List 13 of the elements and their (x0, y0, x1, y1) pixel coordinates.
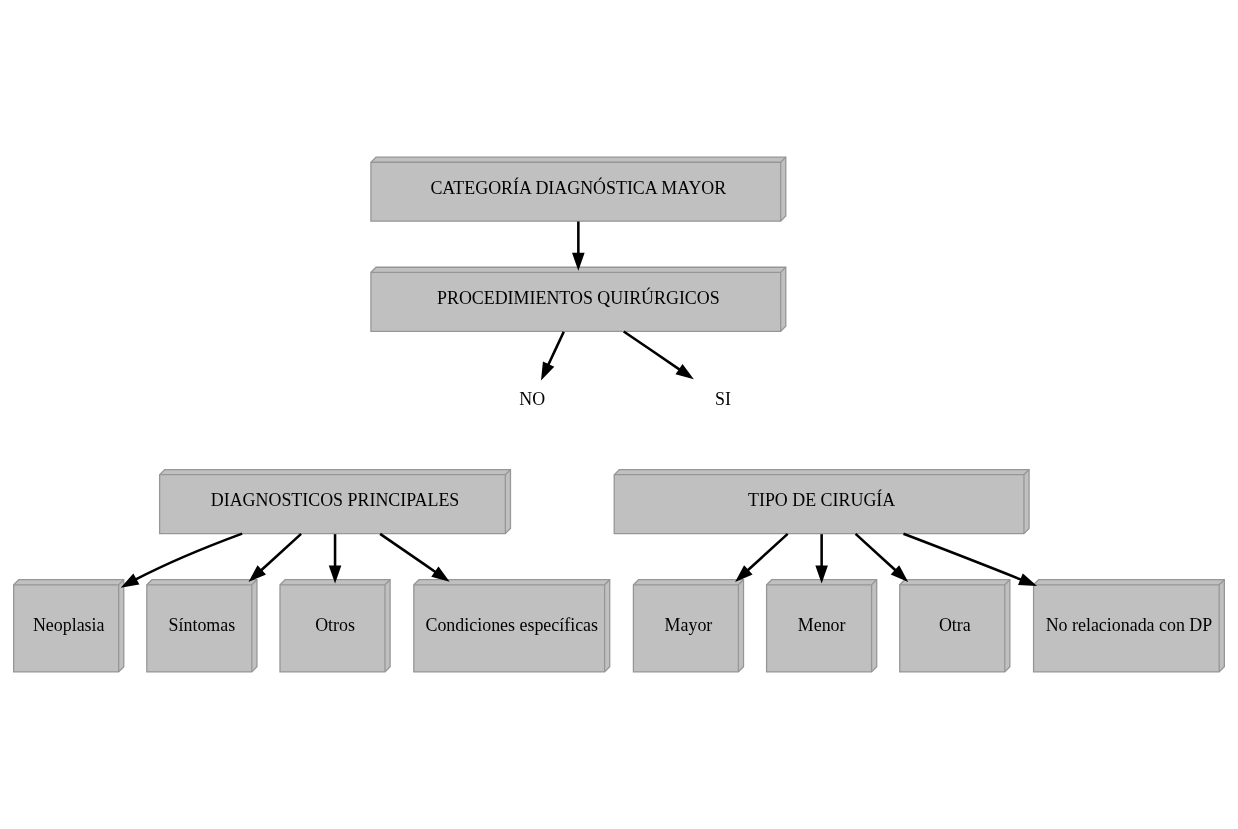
arrow (328, 534, 342, 584)
arrow (623, 330, 694, 380)
arrow (735, 532, 789, 582)
arrow (903, 532, 1037, 586)
arrow (541, 331, 565, 381)
arrow (854, 532, 909, 582)
arrow (379, 532, 450, 582)
arrow (815, 534, 828, 584)
arrow (120, 532, 243, 588)
node-text: NO (519, 389, 546, 410)
arrow (248, 532, 302, 582)
node-text: SI (715, 389, 731, 410)
arrow (572, 221, 585, 271)
